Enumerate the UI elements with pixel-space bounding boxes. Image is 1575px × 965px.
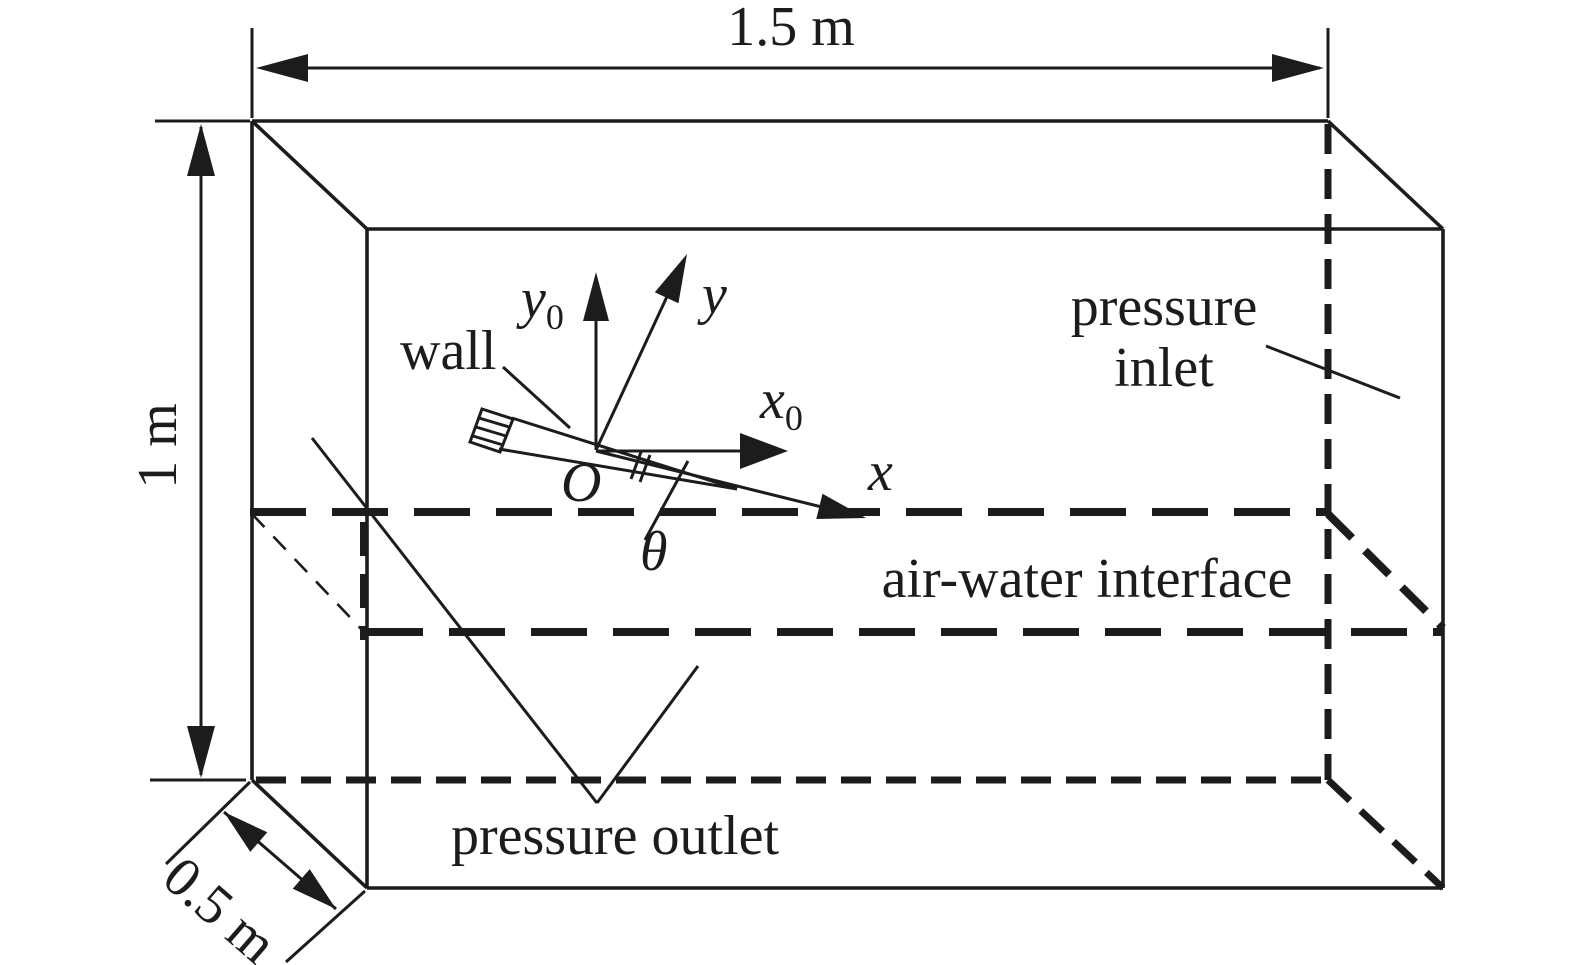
- y0-arrowhead-icon: [583, 272, 609, 321]
- height-dimension-label: 1 m: [127, 403, 189, 489]
- text-labels: wall pressure inlet air-water interface …: [400, 264, 1292, 867]
- arrowhead-right-icon: [1272, 54, 1324, 82]
- y0-axis-subscript: 0: [546, 297, 564, 337]
- air-water-interface-lines: [250, 508, 1446, 640]
- domain-box-hidden-edges: [256, 124, 1446, 891]
- box-bottom-right-hidden-depth-edge: [1325, 777, 1446, 891]
- height-dimension: 1 m: [127, 119, 250, 782]
- projectile-tail-hatch-2: [475, 425, 507, 438]
- box-top-left-depth-edge: [250, 119, 369, 231]
- arrowhead-downright-icon: [292, 869, 336, 909]
- depth-dimension: 0.5 m: [151, 780, 367, 965]
- box-top-right-depth-edge: [1326, 119, 1445, 231]
- x-axis: [595, 449, 851, 516]
- projectile-lower-outline: [498, 447, 738, 491]
- pressure-outlet-leader-right: [595, 665, 700, 804]
- pitch-angle-line: [643, 460, 690, 541]
- width-dimension-label: 1.5 m: [727, 0, 855, 58]
- y-axis-label: y: [697, 264, 727, 326]
- projectile-section-tick-2: [638, 454, 652, 483]
- wall-leader-line: [501, 365, 572, 430]
- pressure-inlet-label-line1: pressure: [1071, 276, 1258, 338]
- projectile-tail-cap: [468, 407, 515, 454]
- domain-box-solid-edges: [250, 119, 1445, 890]
- depth-tick-back: [164, 780, 252, 866]
- arrowhead-upleft-icon: [224, 812, 268, 852]
- projectile-tail-hatch-1: [478, 416, 510, 429]
- pressure-outlet-leader-left: [310, 437, 599, 804]
- wall-label: wall: [400, 320, 496, 382]
- origin-label: O: [561, 452, 601, 514]
- y0-axis-letter: y: [516, 268, 546, 330]
- arrowhead-down-icon: [187, 726, 215, 778]
- coordinate-axes: [583, 254, 866, 541]
- box-bottom-left-depth-edge: [250, 778, 369, 890]
- x-axis-label: x: [867, 441, 893, 503]
- arrowhead-left-icon: [256, 54, 308, 82]
- x0-axis-subscript: 0: [785, 398, 803, 438]
- depth-tick-front: [284, 889, 367, 964]
- pitch-angle-label: θ: [640, 521, 668, 583]
- x0-axis-label: x0: [759, 369, 803, 438]
- interface-right-diagonal: [1325, 511, 1446, 631]
- air-water-interface-label: air-water interface: [882, 548, 1293, 610]
- x0-axis-letter: x: [759, 369, 785, 431]
- y0-axis-label: y0: [516, 268, 564, 337]
- pressure-inlet-label-line2: inlet: [1114, 337, 1214, 399]
- projectile-tail-hatch-3: [472, 434, 504, 447]
- width-dimension: 1.5 m: [250, 0, 1330, 118]
- leader-lines: [310, 344, 1401, 804]
- y-arrowhead-icon: [654, 254, 687, 304]
- x-arrowhead-icon: [816, 493, 866, 519]
- x0-arrowhead-icon: [740, 433, 788, 469]
- arrowhead-up-icon: [187, 124, 215, 176]
- pressure-inlet-leader-line: [1265, 344, 1401, 400]
- interface-left-diagonal: [251, 513, 365, 633]
- depth-dimension-label: 0.5 m: [151, 845, 288, 965]
- projectile-section-tick-1: [629, 451, 643, 480]
- pressure-outlet-label: pressure outlet: [451, 805, 780, 867]
